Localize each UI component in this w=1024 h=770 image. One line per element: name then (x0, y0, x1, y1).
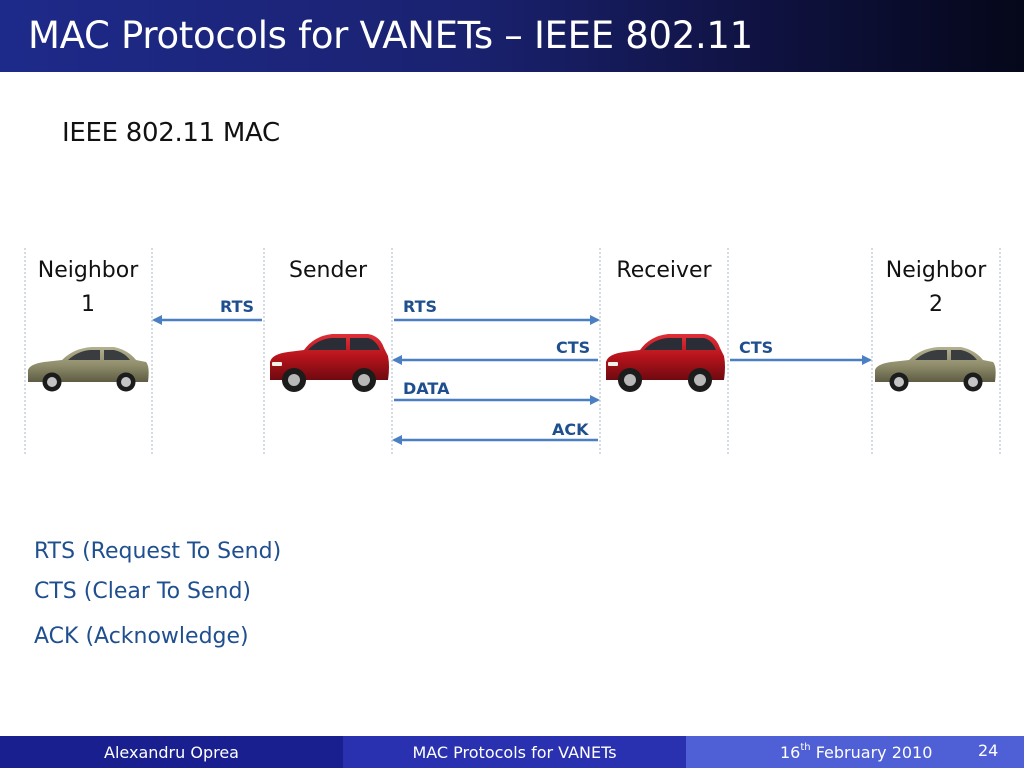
msg-rts-receiver: RTS (403, 297, 438, 316)
sender-car-icon (270, 334, 389, 392)
legend-rts: RTS (Request To Send) (34, 539, 282, 564)
title-bar: MAC Protocols for VANETs – IEEE 802.11 (0, 0, 1024, 72)
receiver-label: Receiver (616, 258, 712, 283)
neighbor2-label-line2: 2 (929, 292, 943, 317)
legend-cts: CTS (Clear To Send) (34, 579, 252, 604)
neighbor2-label-line1: Neighbor (885, 258, 987, 283)
neighbor2-label: Neighbor 2 (876, 254, 996, 322)
footer-author: Alexandru Oprea (0, 736, 343, 768)
sender-label: Sender (289, 258, 367, 283)
msg-data: DATA (403, 379, 450, 398)
legend-ack: ACK (Acknowledge) (34, 624, 249, 649)
msg-cts-sender: CTS (556, 338, 591, 357)
receiver-car-icon (606, 334, 725, 392)
footer-bar: Alexandru Oprea MAC Protocols for VANETs… (0, 736, 1024, 768)
msg-cts-neighbor2: CTS (739, 338, 774, 357)
footer-topic: MAC Protocols for VANETs (343, 736, 686, 768)
neighbor1-label-line1: Neighbor (37, 258, 139, 283)
footer-date: 16th February 2010 (780, 736, 932, 770)
neighbor1-label-line2: 1 (81, 292, 95, 317)
footer-date-section: 16th February 2010 24 (686, 736, 1024, 768)
slide-subtitle: IEEE 802.11 MAC (62, 118, 280, 148)
slide-title: MAC Protocols for VANETs – IEEE 802.11 (28, 14, 753, 57)
neighbor1-label: Neighbor 1 (30, 254, 146, 322)
neighbor1-car-icon (28, 347, 149, 392)
footer-date-suffix: th (800, 742, 811, 753)
page-number: 24 (978, 741, 999, 760)
msg-ack: ACK (552, 420, 589, 439)
msg-rts-neighbor1: RTS (220, 297, 255, 316)
footer-date-day: 16 (780, 743, 801, 762)
neighbor2-car-icon (875, 347, 996, 392)
footer-date-rest: February 2010 (810, 743, 933, 762)
